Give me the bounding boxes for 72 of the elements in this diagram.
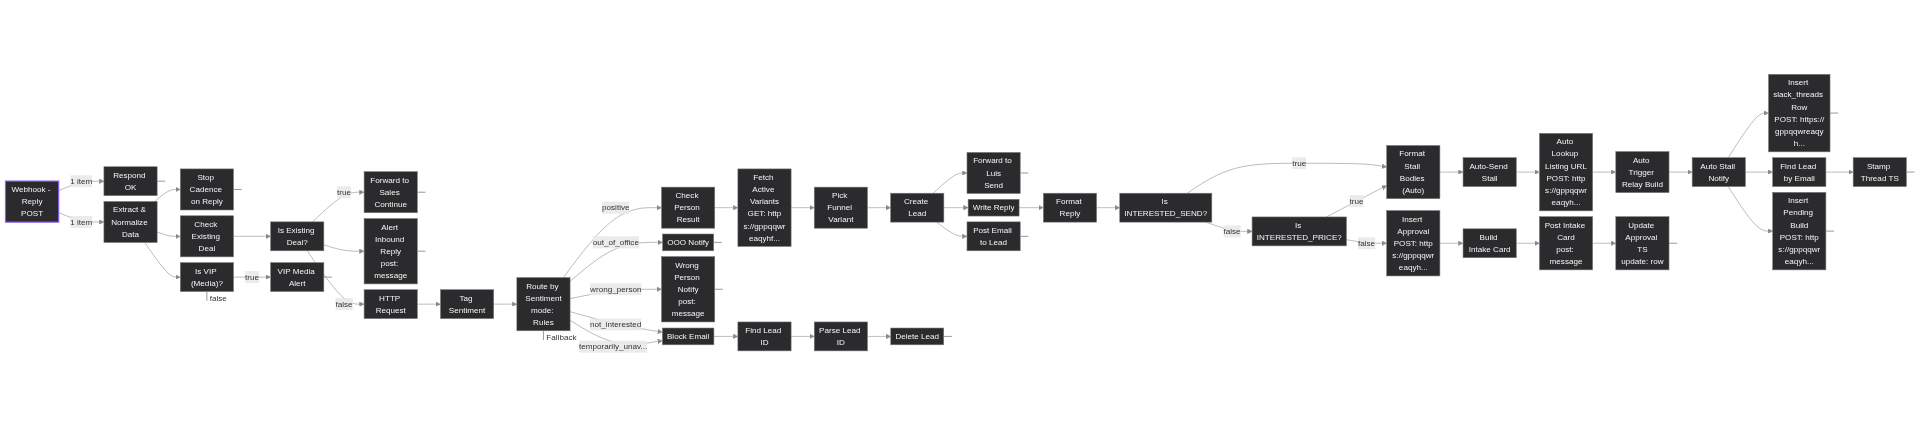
node-box: Insert slack_threads Row POST: https://gppqqwreaqyh...: [1768, 74, 1831, 153]
edge-label: true: [1292, 158, 1307, 168]
edge-label: false: [1357, 238, 1376, 248]
node-box: Stop Cadence on Reply: [180, 168, 234, 211]
connector: [943, 335, 953, 337]
connector: [323, 276, 333, 278]
node-box: Is INTERESTED_PRICE?: [1251, 216, 1347, 247]
node-box: Auto Lookup Listing URL POST: https://gppqqwreaqyh...: [1539, 133, 1593, 212]
node-box: Check Person Result: [661, 186, 716, 229]
node-box: Post Intake Card post: message: [1539, 216, 1593, 271]
edge-label: positive: [602, 202, 630, 213]
node-box: Is INTERESTED_SEND?: [1119, 192, 1213, 223]
edge-label: false: [1223, 226, 1241, 236]
connector: [1829, 112, 1839, 114]
edge-label: true: [245, 272, 260, 282]
node-box: Is Existing Deal?: [270, 221, 325, 252]
edge-label: temporarily_unav...: [578, 341, 648, 351]
edge-label: false: [335, 299, 353, 309]
node-box: Forward to Sales Continue: [363, 171, 418, 214]
connector: [714, 288, 724, 290]
node-box: Parse Lead ID: [813, 321, 868, 352]
node-box: Stamp Thread TS: [1852, 157, 1907, 187]
edge-label: true: [337, 187, 351, 197]
edge-label: 1 item: [70, 176, 93, 186]
node-box: Fetch Active Variants GET: https://gppqqwreaqyhf...: [737, 168, 792, 247]
edge-label: not_interested: [589, 319, 642, 329]
connector: [233, 189, 243, 190]
connector: [416, 191, 426, 193]
edge-label: 1 item: [70, 217, 93, 227]
node-box: Format Reply: [1043, 192, 1097, 223]
edge-label: true: [1349, 196, 1364, 206]
connector: [1825, 230, 1835, 232]
node-box: Write Reply: [967, 199, 1020, 217]
node-box: Auto Stall Notify: [1691, 157, 1746, 187]
node-box: Update Approval TS update: row: [1615, 216, 1670, 271]
node-box: Forward to Luis Send: [966, 152, 1021, 194]
node-box: Tag Sentiment: [440, 289, 494, 319]
node-box: Format Stall Bodies (Auto): [1386, 145, 1441, 199]
connector: [416, 250, 426, 252]
node-box: HTTP Request: [363, 289, 418, 319]
connector: [543, 330, 544, 341]
node-box: Respond OK: [103, 166, 158, 196]
node-box: Create Lead: [890, 192, 945, 223]
connector: [1668, 242, 1678, 244]
connector: [206, 291, 208, 302]
edge-label: wrong_person: [590, 284, 642, 294]
node-box: Insert Approval POST: https://gppqqwreaqyh...: [1386, 210, 1441, 277]
connector: [713, 241, 723, 243]
node-box: Route by Sentiment mode: Rules: [516, 277, 571, 332]
node-box: Find Lead ID: [737, 321, 792, 352]
node-box: VIP Media Alert: [270, 262, 325, 292]
node-box: Auto Trigger Relay Build: [1615, 151, 1670, 193]
node-box: OOO Notify: [662, 233, 714, 252]
node-box: Alert Inbound Reply post: message: [363, 218, 418, 285]
connector: [1905, 171, 1915, 173]
edge-label: out_of_office: [592, 237, 639, 247]
node-box: Build Intake Card: [1462, 228, 1517, 258]
node-box: Check Existing Deal: [180, 215, 234, 258]
node-box: Is VIP (Media)?: [180, 262, 234, 292]
node-box: Delete Lead: [890, 327, 944, 346]
node-box: Insert Pending Build POST: https://gppqqwreaqyh...: [1772, 192, 1827, 271]
connector: [1019, 172, 1029, 174]
node-box: Post Email to Lead: [966, 221, 1021, 252]
node-box: Auto-Send Stall: [1462, 157, 1517, 187]
node-box: Pick Funnel Variant: [813, 186, 868, 229]
node-box: Block Email: [662, 327, 715, 346]
node-box: Find Lead by Email: [1772, 157, 1827, 187]
connector: [1019, 235, 1029, 237]
connector: [156, 180, 166, 182]
node-box: Webhook - Reply POST: [4, 180, 60, 223]
node-box: Wrong Person Notify post: message: [661, 256, 716, 323]
node-box: Extract & Normalize Data: [103, 201, 158, 243]
